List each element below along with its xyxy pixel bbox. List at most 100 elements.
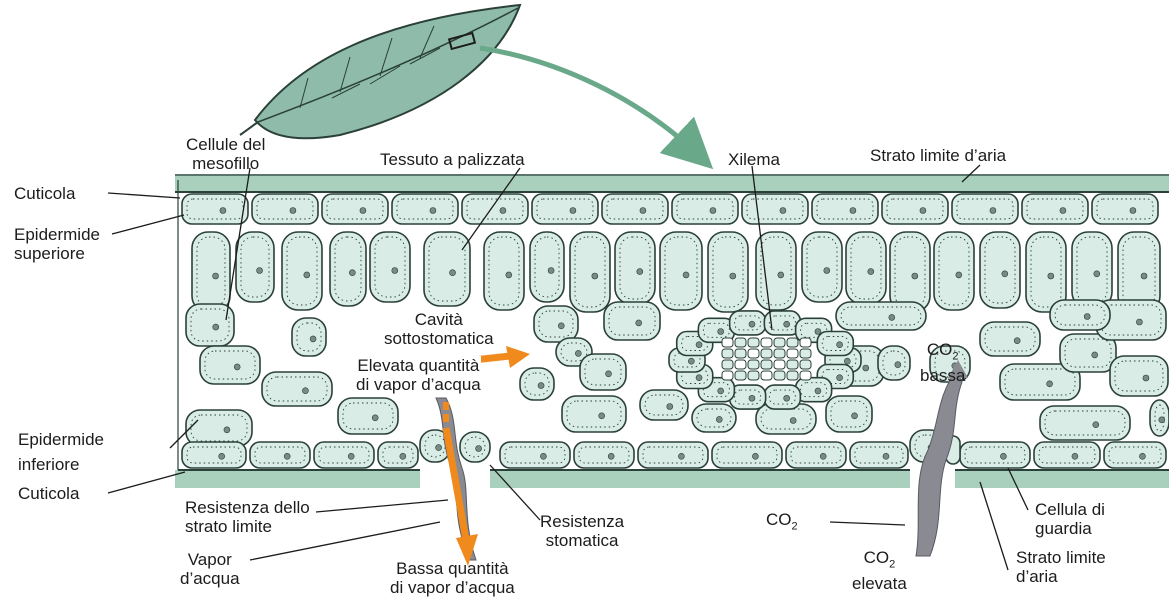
- lower-epidermis-cell: [712, 442, 782, 468]
- upper-epidermis-cell: [182, 194, 248, 224]
- xylem-vessel: [774, 360, 785, 369]
- upper-epidermis-cell: [812, 194, 878, 224]
- upper-epidermis-cell: [252, 194, 318, 224]
- label-cuticola-top: Cuticola: [14, 184, 75, 203]
- xylem-vessel: [722, 360, 733, 369]
- xylem-vessel: [787, 349, 798, 358]
- guard-cell: [460, 432, 490, 462]
- zoom-arrow: [480, 48, 695, 152]
- lower-epidermis-cell: [314, 442, 374, 468]
- xylem-vessel: [722, 371, 733, 380]
- spongy-mesophyll-cell: [980, 322, 1040, 356]
- xylem-vessel: [735, 360, 746, 369]
- spongy-mesophyll-cell: [836, 302, 926, 330]
- lower-epidermis-cell: [182, 442, 246, 468]
- upper-epidermis-cell: [322, 194, 388, 224]
- xylem-vessel: [787, 360, 798, 369]
- spongy-mesophyll-cell: [292, 318, 326, 356]
- upper-epidermis-cell: [672, 194, 738, 224]
- spongy-mesophyll-cell: [534, 306, 578, 342]
- spongy-mesophyll-cell: [878, 346, 910, 380]
- label-epidermide-inferiore: Epidermideinferiore: [18, 430, 104, 474]
- vapor-diffusion-arrow-head: [506, 346, 530, 368]
- palisade-cell: [934, 232, 974, 310]
- bundle-sheath-cell: [817, 332, 853, 356]
- spongy-mesophyll-cell: [1110, 356, 1168, 396]
- xylem-vessel: [774, 338, 785, 347]
- spongy-mesophyll-cell: [520, 368, 554, 400]
- xylem-vessel: [787, 338, 798, 347]
- lower-boundary-layer-mid: [490, 470, 910, 488]
- upper-epidermis-cell: [1092, 194, 1158, 224]
- spongy-mesophyll-cell: [186, 410, 252, 446]
- spongy-mesophyll-cell: [1150, 400, 1169, 436]
- palisade-cell: [484, 232, 524, 310]
- xylem-vessel: [735, 338, 746, 347]
- palisade-cell: [330, 232, 366, 306]
- lower-epidermis-cell: [250, 442, 310, 468]
- palisade-cell: [615, 232, 655, 304]
- spongy-mesophyll-cell: [1050, 300, 1110, 330]
- palisade-cell: [1072, 232, 1112, 308]
- xylem-vessel: [787, 371, 798, 380]
- xylem-vessel: [800, 349, 811, 358]
- palisade-cell: [370, 232, 410, 302]
- xylem-vessel: [735, 349, 746, 358]
- label-co2: CO2: [766, 510, 798, 536]
- xylem-vessel: [735, 371, 746, 380]
- palisade-cell: [802, 232, 842, 302]
- spongy-mesophyll-cell: [200, 346, 260, 384]
- palisade-cell: [424, 232, 470, 306]
- spongy-mesophyll-cell: [338, 398, 398, 434]
- xylem-vessel: [761, 338, 772, 347]
- xylem-vessel: [748, 371, 759, 380]
- palisade-cell: [570, 232, 610, 312]
- lower-epidermis-cell: [378, 442, 418, 468]
- lower-epidermis-cell: [1104, 442, 1166, 468]
- upper-epidermis-cell: [602, 194, 668, 224]
- spongy-mesophyll-cell: [262, 372, 332, 406]
- palisade-cell: [282, 232, 322, 310]
- lower-epidermis-cell: [960, 442, 1030, 468]
- upper-boundary-layer: [175, 174, 1169, 192]
- label-xilema: Xilema: [728, 150, 780, 169]
- palisade-cell: [846, 232, 886, 304]
- xylem-vessel: [748, 338, 759, 347]
- lower-boundary-layer-right: [955, 470, 1169, 488]
- upper-epidermis-cell: [532, 194, 598, 224]
- upper-epidermis-cell: [742, 194, 808, 224]
- palisade-cell: [708, 232, 748, 312]
- label-cuticola-bottom: Cuticola: [18, 484, 79, 503]
- xylem-vessel: [774, 349, 785, 358]
- palisade-cell: [236, 232, 274, 302]
- lower-epidermis-cell: [574, 442, 634, 468]
- upper-epidermis-cell: [392, 194, 458, 224]
- palisade-cell: [890, 232, 930, 312]
- lower-epidermis-cell: [638, 442, 708, 468]
- lower-epidermis-cell: [850, 442, 908, 468]
- xylem-vessel: [748, 349, 759, 358]
- upper-epidermis-cell: [882, 194, 948, 224]
- palisade-cell: [530, 232, 564, 302]
- spongy-mesophyll-cell: [562, 396, 626, 432]
- label-bassa-quantita: Bassa quantitàdi vapor d’acqua: [390, 559, 515, 597]
- xylem-vessel: [800, 360, 811, 369]
- spongy-mesophyll-cell: [692, 404, 736, 432]
- upper-epidermis-cell: [1022, 194, 1088, 224]
- label-strato-limite-top: Strato limite d’aria: [870, 146, 1006, 165]
- xylem-vessel: [774, 371, 785, 380]
- xylem-vessel: [722, 338, 733, 347]
- xylem-vessel: [761, 371, 772, 380]
- lower-epidermis-cell: [1034, 442, 1100, 468]
- lower-epidermis-cell: [786, 442, 846, 468]
- label-tessuto-palizzata: Tessuto a palizzata: [380, 150, 525, 169]
